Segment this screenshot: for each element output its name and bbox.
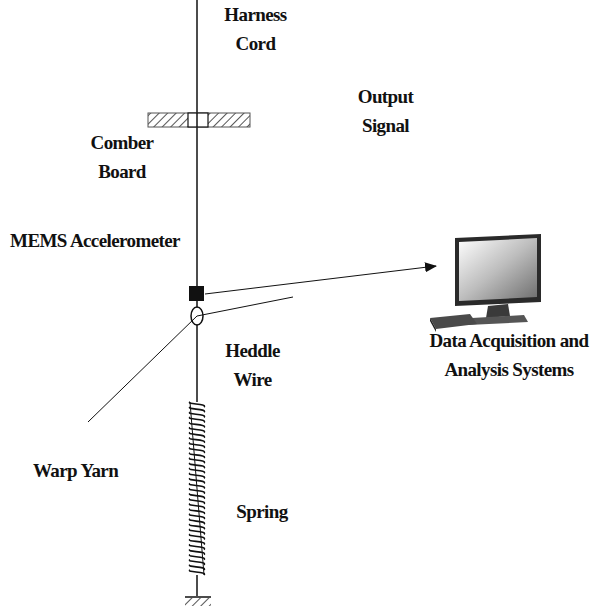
comber-board-hole xyxy=(188,113,208,127)
label-spring: Spring xyxy=(222,497,302,526)
label-output-signal: Output Signal xyxy=(338,82,433,140)
harness-cord-line xyxy=(196,0,198,402)
label-heddle-wire: Heddle Wire xyxy=(205,336,300,394)
label-harness-cord: Harness Cord xyxy=(208,0,303,58)
comber-board xyxy=(148,113,250,127)
computer-icon xyxy=(430,234,541,332)
ground-symbol xyxy=(185,597,211,606)
spring-coil xyxy=(190,402,205,575)
label-warp-yarn: Warp Yarn xyxy=(28,456,123,485)
label-daq: Data Acquisition and Analysis Systems xyxy=(410,326,608,384)
mems-accelerometer xyxy=(189,286,204,301)
signal-arrow xyxy=(205,266,436,294)
label-mems: MEMS Accelerometer xyxy=(5,226,185,255)
label-comber-board: Comber Board xyxy=(72,128,172,186)
